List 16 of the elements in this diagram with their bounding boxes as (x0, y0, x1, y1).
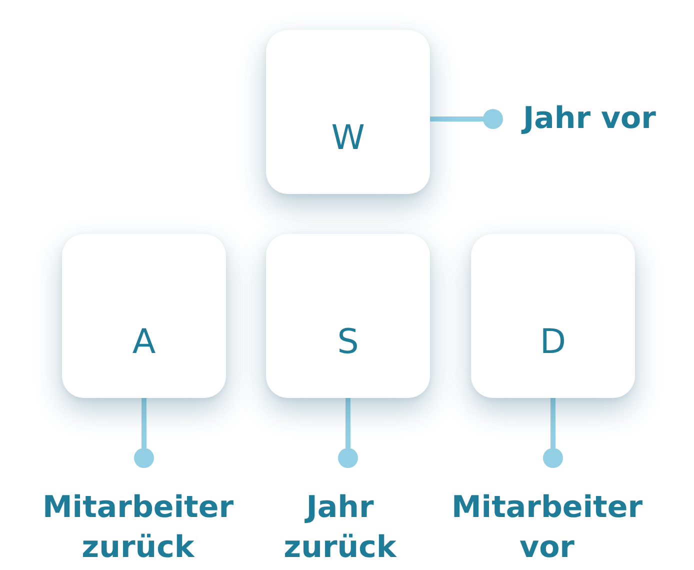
key-caption: Mitarbeiter zurück (28, 488, 248, 568)
key-letter: A (131, 322, 157, 362)
key-caption: Jahr vor (523, 99, 683, 139)
keyboard-key (266, 30, 430, 194)
keyboard-key (471, 234, 635, 398)
leader-line (430, 109, 503, 129)
leader-line (543, 398, 563, 468)
key-caption: Jahr zurück (252, 488, 428, 568)
leader-line (134, 398, 154, 468)
key-letter: S (336, 322, 360, 362)
key-letter: W (330, 118, 366, 158)
leader-line (338, 398, 358, 468)
keyboard-key (62, 234, 226, 398)
key-caption: Mitarbeiter vor (437, 488, 657, 568)
key-letter: D (538, 322, 568, 362)
keyboard-key (266, 234, 430, 398)
